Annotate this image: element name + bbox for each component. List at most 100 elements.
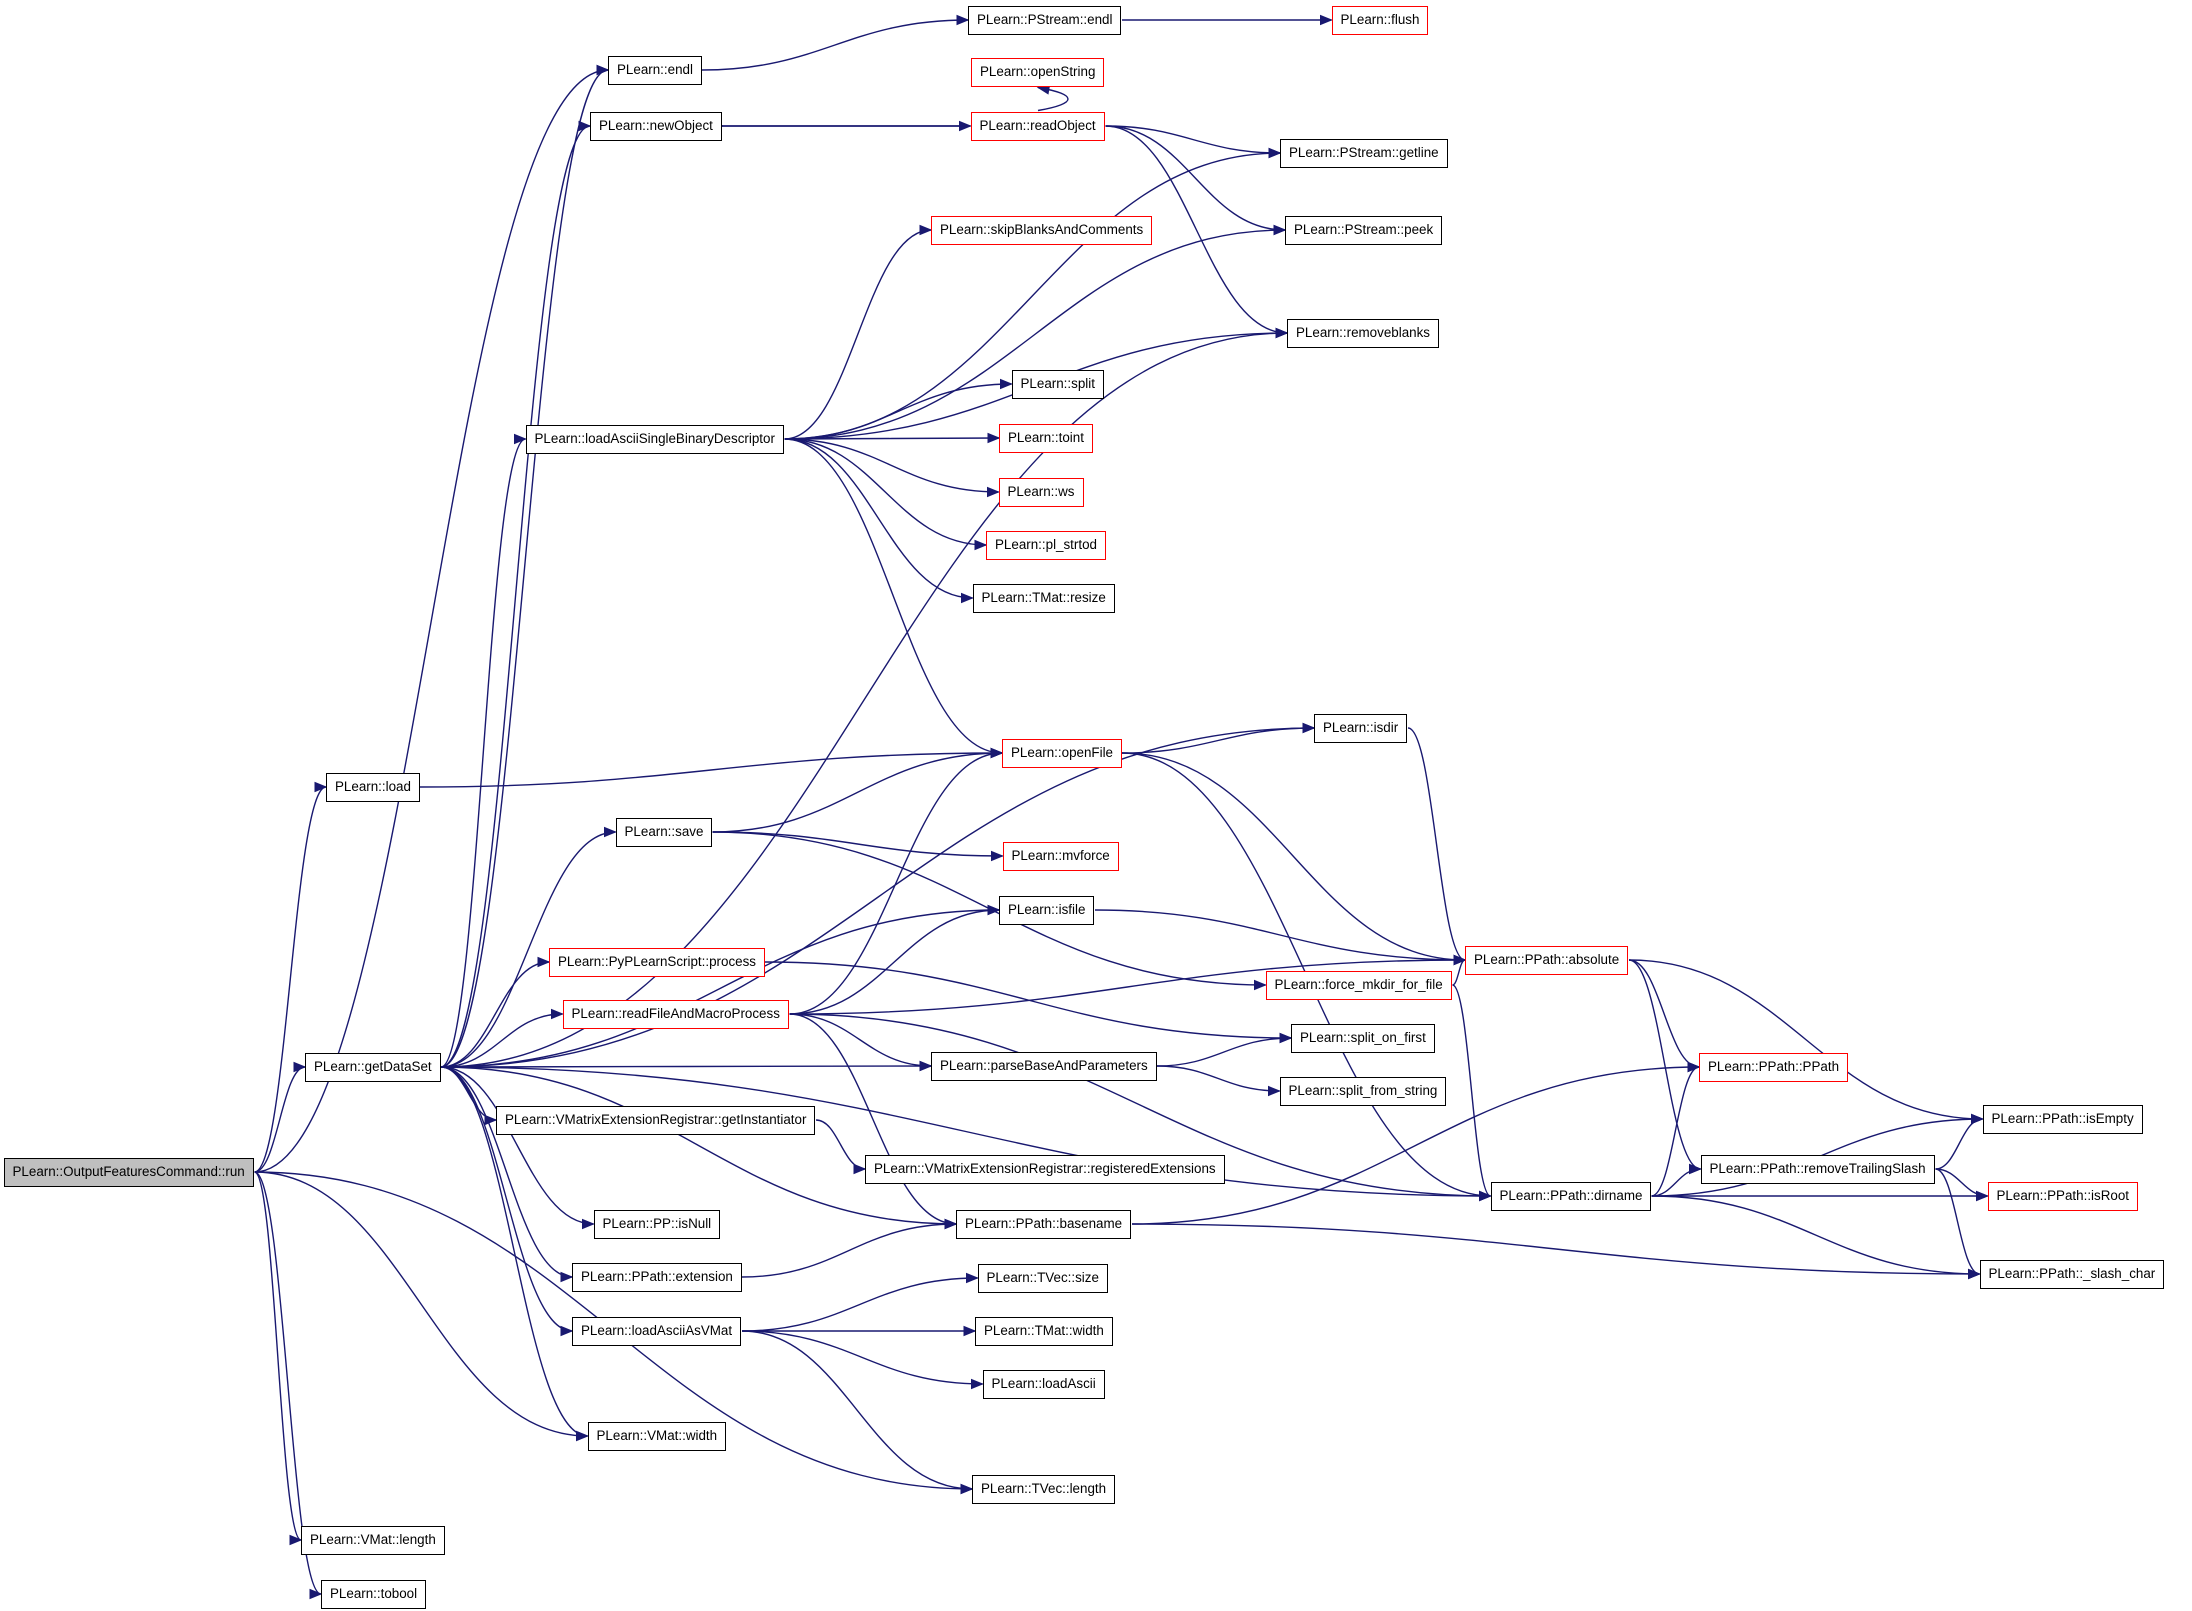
graph-node-tvec-length[interactable]: PLearn::TVec::length [972, 1474, 1116, 1504]
graph-node-split-on-first[interactable]: PLearn::split_on_first [1291, 1023, 1435, 1053]
arrowhead-getDataSet-to-newObject [578, 120, 592, 132]
graph-node-isfile[interactable]: PLearn::isfile [999, 895, 1095, 925]
graph-node-readobject[interactable]: PLearn::readObject [970, 111, 1105, 141]
graph-node-pstream-endl[interactable]: PLearn::PStream::endl [968, 5, 1122, 35]
edge-readFileAMP-to-basename [789, 1013, 957, 1225]
arrowhead-getDataSet-to-endl [596, 64, 610, 76]
edge-getDataSet-to-getInstantiator [440, 1066, 497, 1121]
arrowhead-loadAsciiSBD-to-skipBlanks [919, 224, 933, 236]
arrowhead-getDataSet-to-loadAsciiAsVMat [560, 1325, 574, 1337]
graph-node-isdir[interactable]: PLearn::isdir [1314, 713, 1408, 743]
graph-node-endl[interactable]: PLearn::endl [608, 55, 702, 85]
graph-node-slash-char[interactable]: PLearn::PPath::_slash_char [1979, 1259, 2165, 1289]
graph-node-absolute[interactable]: PLearn::PPath::absolute [1465, 945, 1629, 975]
edge-run-to-vmat_length [253, 1171, 302, 1541]
graph-node-tmat-width[interactable]: PLearn::TMat::width [975, 1316, 1113, 1346]
graph-node-flush[interactable]: PLearn::flush [1331, 5, 1429, 35]
edge-removeTrailingSlash-to-isRoot [1935, 1168, 1988, 1197]
edge-readFileAMP-to-isfile [789, 909, 1000, 1015]
edge-getDataSet-to-isdir [440, 727, 1315, 1068]
graph-node-mvforce[interactable]: PLearn::mvforce [1002, 841, 1119, 871]
arrowhead-loadAsciiAsVMat-to-tmat_width [963, 1325, 977, 1337]
edge-force_mkdir-to-dirname [1451, 984, 1492, 1197]
graph-node-peek[interactable]: PLearn::PStream::peek [1285, 215, 1443, 245]
graph-node-removeblanks[interactable]: PLearn::removeblanks [1287, 318, 1439, 348]
arrowhead-save-to-mvforce [991, 850, 1004, 862]
edge-readObject-to-openString [1037, 86, 1069, 112]
edge-loadAsciiSBD-to-openFile [784, 438, 1003, 754]
graph-node-isroot[interactable]: PLearn::PPath::isRoot [1987, 1181, 2138, 1211]
graph-node-extension[interactable]: PLearn::PPath::extension [572, 1262, 742, 1292]
graph-node-isnull[interactable]: PLearn::PP::isNull [593, 1209, 721, 1239]
edge-getDataSet-to-newObject [440, 125, 591, 1068]
graph-node-vmat-width[interactable]: PLearn::VMat::width [587, 1421, 727, 1451]
arrowhead-endl-to-pstream_endl [956, 14, 970, 26]
graph-node-skipblanks[interactable]: PLearn::skipBlanksAndComments [931, 215, 1153, 245]
graph-node-getline[interactable]: PLearn::PStream::getline [1280, 138, 1448, 168]
graph-node-split-from-string[interactable]: PLearn::split_from_string [1279, 1076, 1447, 1106]
graph-node-getinstantiator[interactable]: PLearn::VMatrixExtensionRegistrar::getIn… [496, 1105, 816, 1135]
arrowhead-loadAsciiSBD-to-ws [987, 486, 1000, 498]
arrowhead-getDataSet-to-loadAsciiSBD [514, 433, 527, 445]
arrowhead-loadAsciiAsVMat-to-tvec_size [966, 1272, 979, 1284]
graph-node-ppath-ctor[interactable]: PLearn::PPath::PPath [1699, 1052, 1849, 1082]
arrowhead-dirname-to-removeTrailingSlash [1689, 1163, 1702, 1175]
edge-dirname-to-removeTrailingSlash [1651, 1168, 1701, 1197]
edge-openFile-to-isdir [1121, 727, 1315, 754]
graph-node-tmat-resize[interactable]: PLearn::TMat::resize [972, 583, 1115, 613]
arrowhead-removeTrailingSlash-to-isRoot [1976, 1190, 1989, 1202]
graph-node-removetrailingslash[interactable]: PLearn::PPath::removeTrailingSlash [1700, 1154, 1935, 1184]
graph-node-tobool[interactable]: PLearn::tobool [321, 1579, 427, 1609]
graph-node-split[interactable]: PLearn::split [1011, 369, 1104, 399]
edge-run-to-load [254, 786, 327, 1173]
arrowhead-parseBase-to-split_from_string [1268, 1085, 1281, 1097]
graph-node-isempty[interactable]: PLearn::PPath::isEmpty [1982, 1104, 2143, 1134]
graph-node-registeredext[interactable]: PLearn::VMatrixExtensionRegistrar::regis… [865, 1154, 1225, 1184]
graph-node-pl-strtod[interactable]: PLearn::pl_strtod [986, 530, 1106, 560]
edge-getDataSet-to-parseBase [440, 1065, 932, 1068]
edge-parseBase-to-split_on_first [1156, 1037, 1292, 1067]
arrowhead-getDataSet-to-readFileAMP [551, 1008, 564, 1020]
graph-node-readfileamp[interactable]: PLearn::readFileAndMacroProcess [562, 999, 789, 1029]
graph-node-dirname[interactable]: PLearn::PPath::dirname [1490, 1181, 1652, 1211]
edge-parseBase-to-split_from_string [1156, 1065, 1280, 1092]
graph-node-force-mkdir[interactable]: PLearn::force_mkdir_for_file [1265, 970, 1452, 1000]
arrowhead-run-to-load [314, 781, 328, 793]
graph-node-loadascii[interactable]: PLearn::loadAscii [982, 1369, 1105, 1399]
edge-loadAsciiAsVMat-to-tvec_length [741, 1330, 973, 1490]
graph-node-loadasciiasvmat[interactable]: PLearn::loadAsciiAsVMat [572, 1316, 742, 1346]
edge-absolute-to-ppath_ctor [1628, 959, 1700, 1068]
graph-node-parsebase[interactable]: PLearn::parseBaseAndParameters [931, 1051, 1157, 1081]
arrowhead-removeTrailingSlash-to-isEmpty [1971, 1113, 1984, 1125]
edge-run-to-endl [254, 69, 609, 1173]
graph-node-save[interactable]: PLearn::save [615, 817, 713, 847]
edge-save-to-mvforce [712, 831, 1003, 857]
edge-isdir-to-absolute [1407, 727, 1466, 961]
graph-node-ws[interactable]: PLearn::ws [998, 477, 1084, 507]
graph-node-openfile[interactable]: PLearn::openFile [1002, 738, 1122, 768]
edge-loadAsciiAsVMat-to-tvec_size [741, 1277, 978, 1332]
edge-getDataSet-to-loadAsciiSBD [440, 438, 526, 1068]
edge-loadAsciiSBD-to-ws [784, 438, 999, 493]
edge-extension-to-basename [741, 1223, 957, 1278]
graph-node-loadasciisbd[interactable]: PLearn::loadAsciiSingleBinaryDescriptor [525, 424, 784, 454]
edge-readFileAMP-to-openFile [789, 752, 1003, 1015]
graph-node-getdataset[interactable]: PLearn::getDataSet [305, 1052, 441, 1082]
edge-getInstantiator-to-registeredExt [815, 1119, 866, 1170]
graph-node-tvec-size[interactable]: PLearn::TVec::size [977, 1263, 1108, 1293]
graph-node-openstring[interactable]: PLearn::openString [971, 57, 1105, 87]
edge-basename-to-ppath_ctor [1131, 1066, 1700, 1225]
graph-node-pyprocess[interactable]: PLearn::PyPLearnScript::process [549, 947, 765, 977]
graph-node-load[interactable]: PLearn::load [326, 772, 420, 802]
graph-node-newobject[interactable]: PLearn::newObject [590, 111, 722, 141]
arrowhead-getDataSet-to-isfile [987, 904, 1001, 916]
graph-node-run[interactable]: PLearn::OutputFeaturesCommand::run [3, 1157, 254, 1187]
edge-readFileAMP-to-parseBase [789, 1013, 932, 1067]
edge-absolute-to-removeTrailingSlash [1628, 959, 1701, 1170]
edge-load-to-openFile [419, 752, 1003, 788]
arrowhead-readFileAMP-to-openFile [990, 747, 1004, 759]
graph-node-basename[interactable]: PLearn::PPath::basename [956, 1209, 1132, 1239]
graph-node-toint[interactable]: PLearn::toint [999, 423, 1093, 453]
graph-node-vmat-length[interactable]: PLearn::VMat::length [301, 1525, 445, 1555]
